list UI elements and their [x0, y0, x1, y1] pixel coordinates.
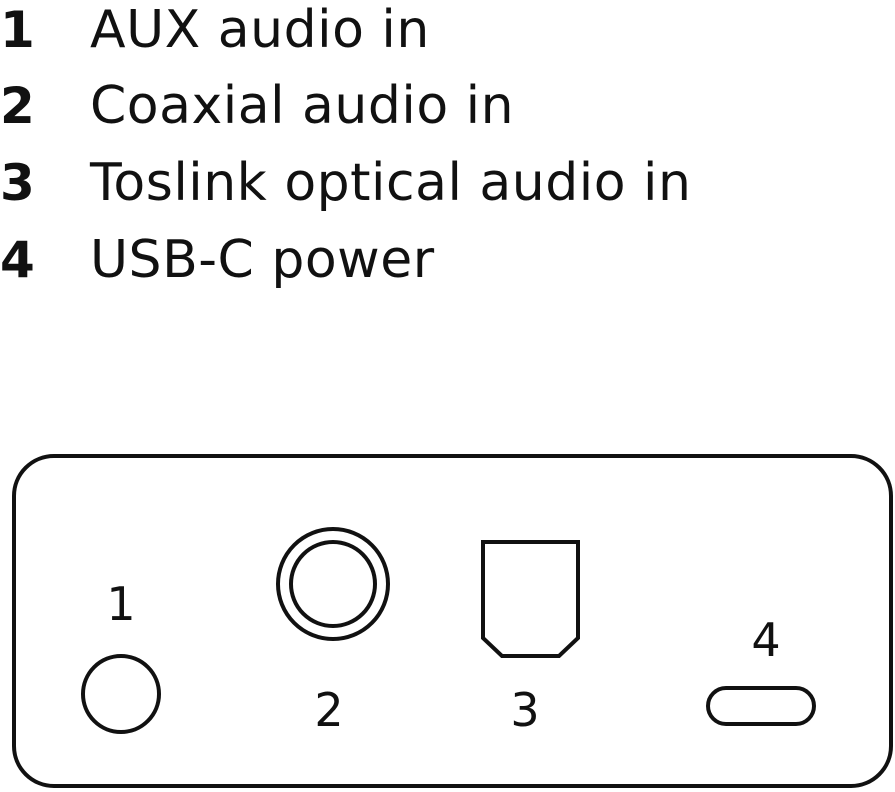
legend-number: 3 — [0, 154, 35, 212]
port-label-usb-c: 4 — [751, 613, 780, 667]
port-label-aux: 1 — [106, 577, 135, 631]
legend-number: 4 — [0, 231, 35, 289]
port-label-toslink: 3 — [510, 683, 539, 737]
legend-label: USB-C power — [90, 230, 435, 290]
legend-label: Coaxial audio in — [90, 76, 515, 136]
aux-port-icon — [81, 654, 161, 734]
coaxial-port-outer-icon — [276, 527, 390, 641]
usb-c-port-icon — [706, 686, 816, 726]
panel-outline — [12, 454, 893, 788]
legend-label: Toslink optical audio in — [90, 153, 692, 213]
port-label-coaxial: 2 — [314, 683, 343, 737]
legend-number: 2 — [0, 77, 35, 135]
legend-number: 1 — [0, 1, 35, 59]
toslink-port-icon — [481, 540, 580, 658]
legend-label: AUX audio in — [90, 0, 430, 60]
coaxial-port-inner-icon — [289, 540, 377, 628]
